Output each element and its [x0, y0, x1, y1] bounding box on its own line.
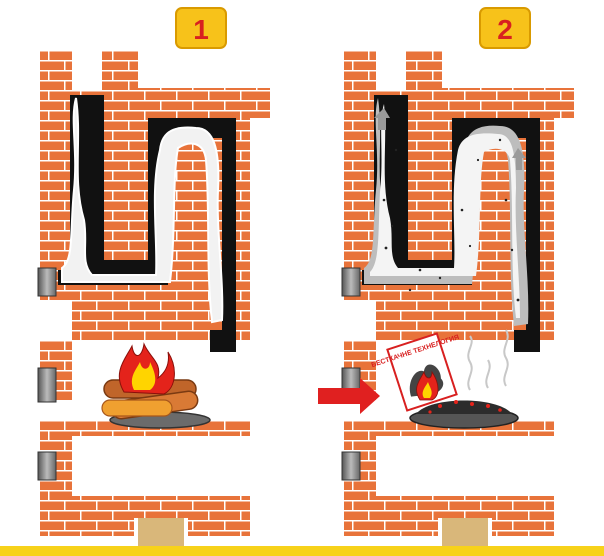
panel-2-ash-base — [442, 518, 488, 546]
panel-1: 1 — [38, 8, 270, 546]
panel-1-ash-door-icon — [38, 452, 56, 480]
panel-1-ash-base — [138, 518, 184, 546]
panel-2-number: 2 — [497, 14, 513, 45]
footer-bar — [0, 546, 604, 556]
panel-1-ash-chamber — [72, 436, 250, 496]
panel-1-firebox-door-icon — [38, 368, 56, 402]
panel-1-badge: 1 — [176, 8, 226, 48]
panel-2: 2 — [318, 8, 574, 546]
panel-2-badge: 2 — [480, 8, 530, 48]
panel-2-ash-door-icon — [342, 452, 360, 480]
panel-1-flue-door-icon — [38, 268, 56, 296]
panel-2-flue-door-icon — [342, 268, 360, 296]
panel-2-ash-chamber — [376, 436, 554, 496]
panel-1-number: 1 — [193, 14, 209, 45]
